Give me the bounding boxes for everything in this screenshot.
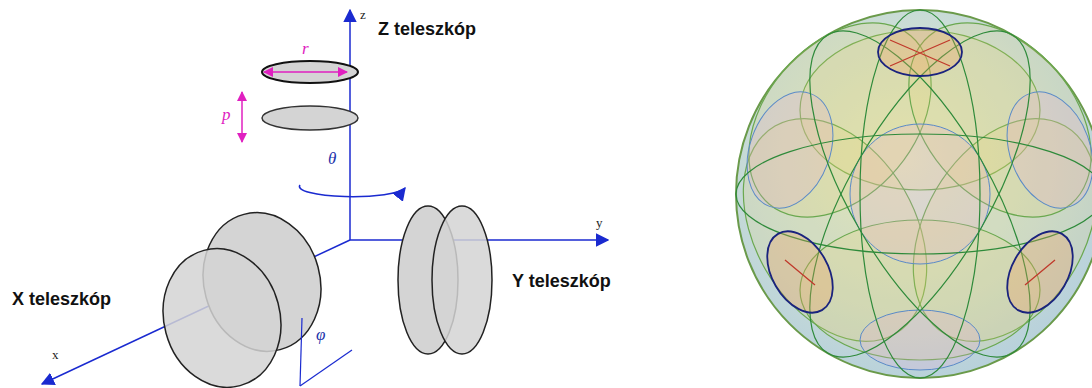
- telescope-label: Y teleszkóp: [512, 272, 611, 292]
- axis-label: x: [52, 348, 59, 362]
- telescope-label: Z teleszkóp: [378, 20, 476, 40]
- angle-label: φ: [316, 326, 325, 345]
- telescope-label: X teleszkóp: [12, 290, 111, 310]
- axis-label: y: [596, 216, 603, 230]
- angle-label: θ: [328, 150, 336, 169]
- axis-label: z: [360, 8, 366, 22]
- dimension-label: p: [222, 106, 231, 125]
- dimension-label: r: [302, 40, 309, 59]
